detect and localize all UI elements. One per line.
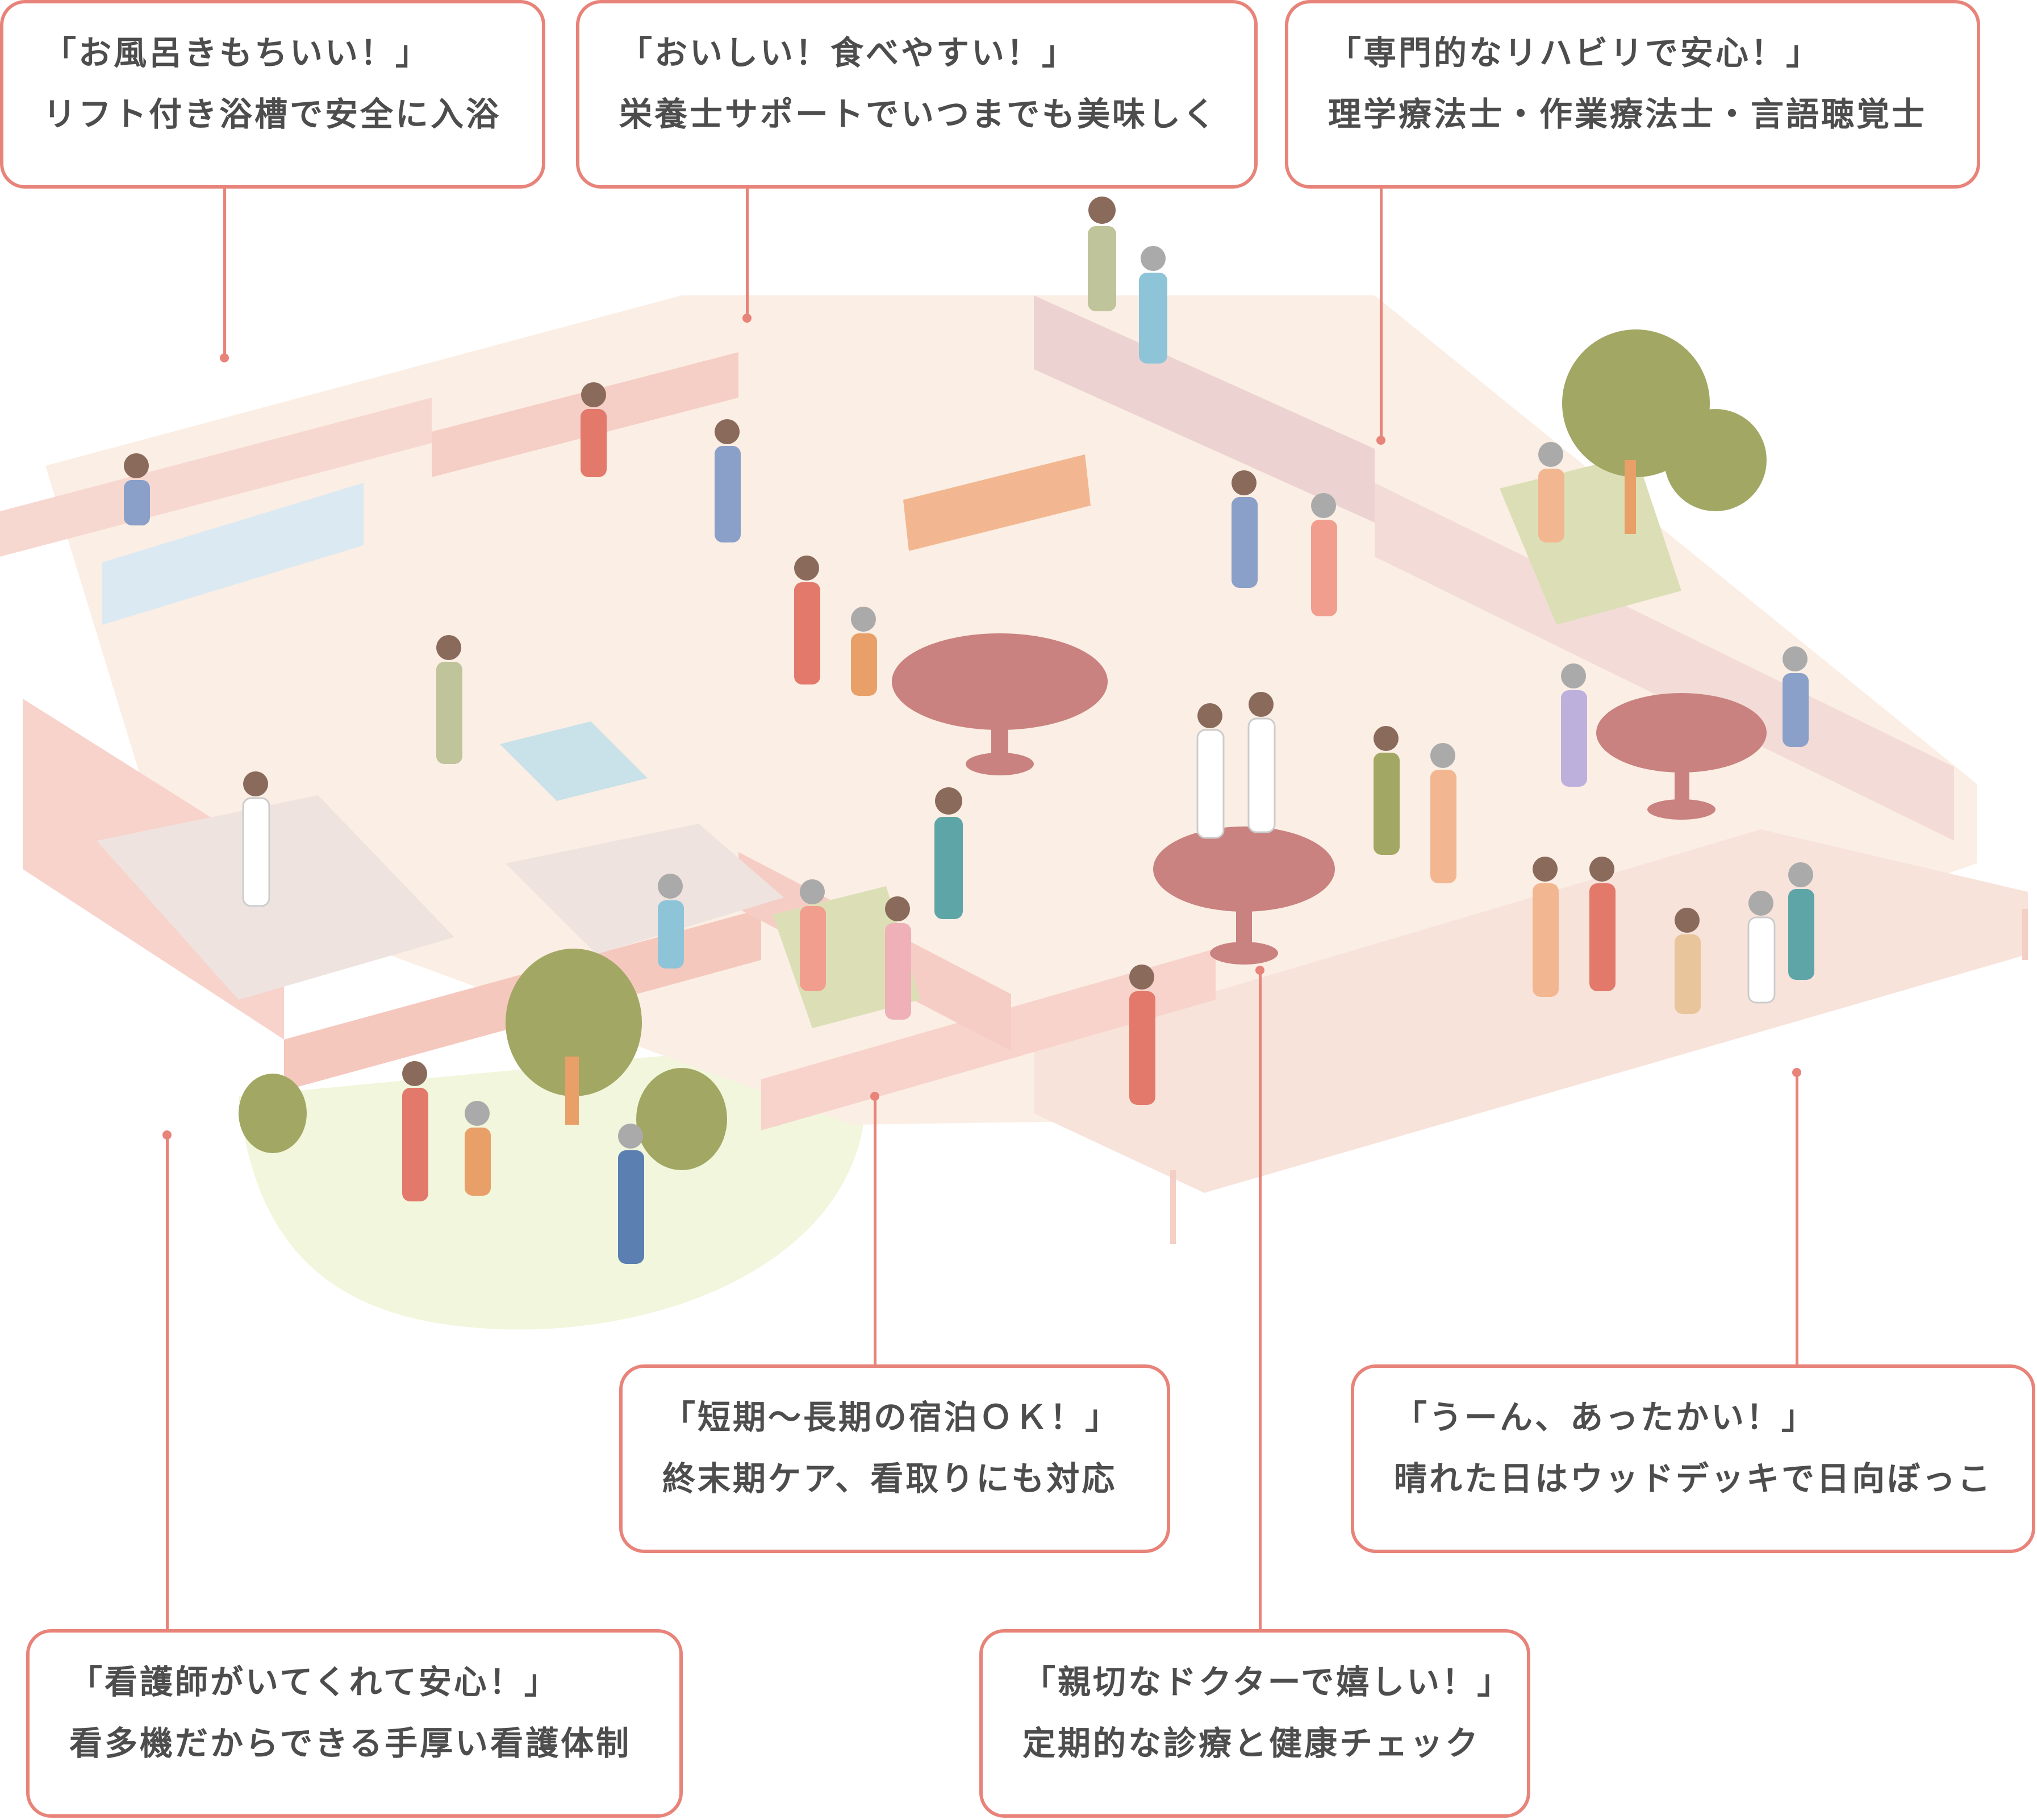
restroom-floor <box>500 721 648 801</box>
tree <box>239 1074 307 1153</box>
callout-bath-title: 「お風呂きもちいい！」 <box>43 34 431 72</box>
stay-connector <box>874 1096 876 1367</box>
callout-stay-title: 「短期〜長期の宿泊ＯＫ！」 <box>662 1398 1121 1437</box>
bath-tub <box>102 483 364 625</box>
tree <box>1664 409 1767 511</box>
callout-nurse-subtitle: 看多機だからできる手厚い看護体制 <box>69 1724 632 1763</box>
right-outer-wall <box>1375 483 1954 841</box>
tree-trunk <box>565 1057 579 1125</box>
callout-nurse: 「看護師がいてくれて安心！」 看多機だからできる手厚い看護体制 <box>26 1629 683 1818</box>
back-wall-hall <box>1034 295 1375 523</box>
callout-bath: 「お風呂きもちいい！」 リフト付き浴槽で安全に入浴 <box>0 0 545 189</box>
callout-doctor-subtitle: 定期的な診療と健康チェック <box>1022 1724 1481 1763</box>
bedroom-floor <box>97 795 454 1000</box>
callout-deck-subtitle: 晴れた日はウッドデッキで日向ぼっこ <box>1394 1459 1993 1498</box>
doctor-connector <box>1259 970 1262 1633</box>
dining-table-base <box>966 753 1034 775</box>
callout-doctor-title: 「親切なドクターで嬉しい！」 <box>1022 1663 1513 1701</box>
callout-rehab-title: 「専門的なリハビリで安心！」 <box>1328 34 1822 72</box>
rehab-connector-dot <box>1376 436 1385 445</box>
callout-deck: 「うーん、あったかい！」 晴れた日はウッドデッキで日向ぼっこ <box>1351 1364 2035 1553</box>
tree <box>506 949 642 1096</box>
callout-rehab-subtitle: 理学療法士・作業療法士・言語聴覚士 <box>1328 95 1927 133</box>
deck-leg <box>1170 1170 1176 1244</box>
dining-table <box>892 633 1108 730</box>
front-wall-right <box>761 949 1216 1130</box>
tree-trunk <box>1625 460 1636 534</box>
dining-table-base <box>1647 799 1715 820</box>
meal-connector-dot <box>742 314 752 323</box>
people <box>124 197 1814 1264</box>
callout-nurse-title: 「看護師がいてくれて安心！」 <box>69 1663 560 1701</box>
callout-doctor: 「親切なドクターで嬉しい！」 定期的な診療と健康チェック <box>979 1629 1530 1818</box>
tv-cabinet <box>903 454 1091 551</box>
dining-table-base <box>1210 942 1278 965</box>
dining-table <box>1596 693 1767 773</box>
callout-stay: 「短期〜長期の宿泊ＯＫ！」 終末期ケア、看取りにも対応 <box>619 1364 1170 1553</box>
callout-meal: 「おいしい！食べやすい！」 栄養士サポートでいつまでも美味しく <box>576 0 1258 189</box>
bath-connector-dot <box>220 353 229 362</box>
callout-rehab: 「専門的なリハビリで安心！」 理学療法士・作業療法士・言語聴覚士 <box>1285 0 1980 189</box>
callout-meal-subtitle: 栄養士サポートでいつまでも美味しく <box>619 95 1218 133</box>
deck-connector <box>1796 1072 1798 1367</box>
wood-deck <box>1034 829 2028 1193</box>
nurse-connector <box>166 1135 169 1631</box>
back-wall <box>0 398 432 557</box>
callout-meal-title: 「おいしい！食べやすい！」 <box>619 34 1078 72</box>
dining-table <box>1153 826 1335 912</box>
rehab-connector <box>1380 186 1383 439</box>
tree <box>636 1068 727 1170</box>
callout-deck-title: 「うーん、あったかい！」 <box>1394 1398 1817 1437</box>
deck-leg <box>2022 909 2028 960</box>
meal-connector <box>746 186 749 317</box>
bedroom-floor <box>506 824 784 954</box>
bath-connector <box>223 186 226 357</box>
callout-stay-subtitle: 終末期ケア、看取りにも対応 <box>662 1459 1117 1498</box>
callout-bath-subtitle: リフト付き浴槽で安全に入浴 <box>43 95 502 133</box>
